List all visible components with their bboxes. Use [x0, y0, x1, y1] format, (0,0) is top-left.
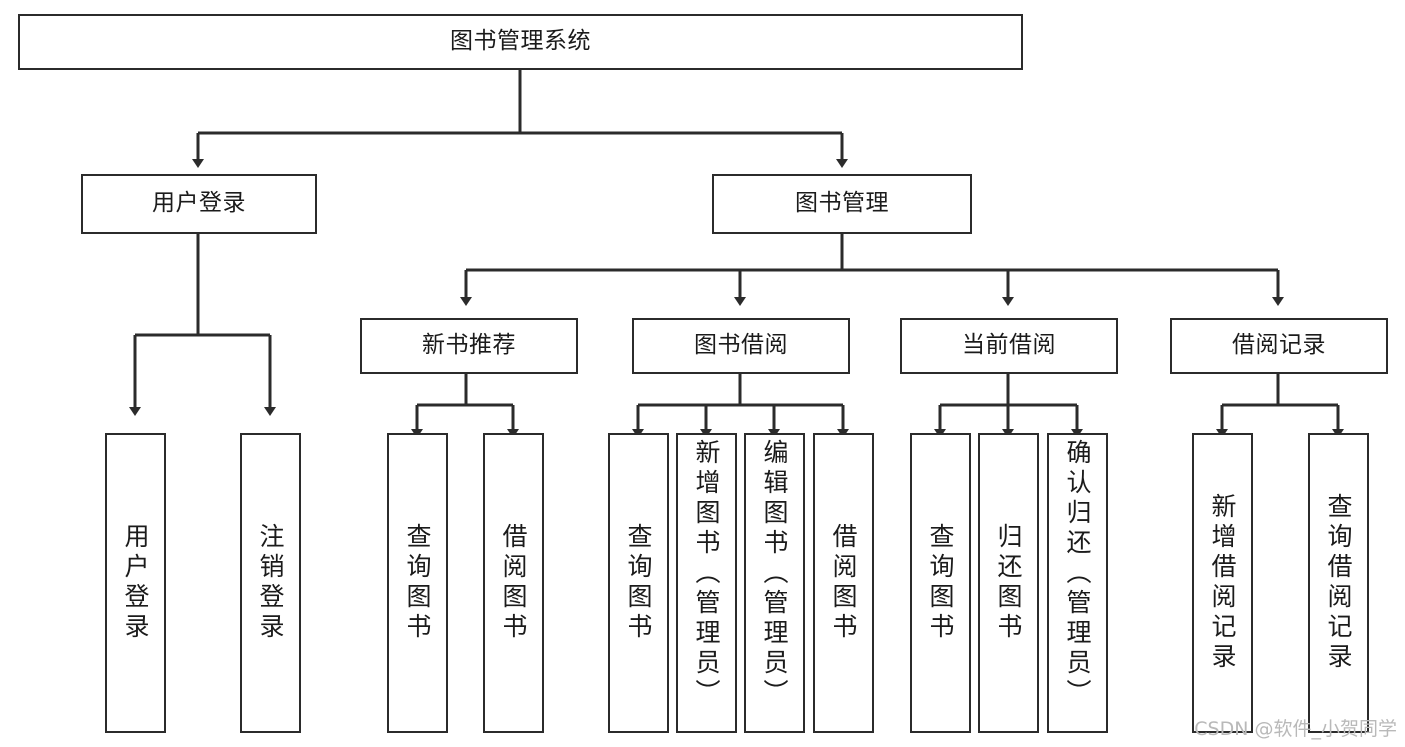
node-current-borrow[interactable]: 当前借阅	[900, 318, 1118, 374]
node-book-management[interactable]: 图书管理	[712, 174, 972, 234]
leaf-current-return-book[interactable]: 归还图书	[978, 433, 1039, 733]
leaf-newbook-query-book[interactable]: 查询图书	[387, 433, 448, 733]
node-borrow-record[interactable]: 借阅记录	[1170, 318, 1388, 374]
node-label: 查询图书	[403, 523, 432, 643]
node-label: 借阅记录	[1232, 332, 1326, 359]
leaf-current-confirm-return-admin[interactable]: 确认归还（管理员）	[1047, 433, 1108, 733]
leaf-current-query-book[interactable]: 查询图书	[910, 433, 971, 733]
leaf-logout[interactable]: 注销登录	[240, 433, 301, 733]
leaf-borrow-query-book[interactable]: 查询图书	[608, 433, 669, 733]
leaf-user-login[interactable]: 用户登录	[105, 433, 166, 733]
watermark-text: CSDN @软件_小贺同学	[1194, 718, 1397, 740]
leaf-borrow-borrow-book[interactable]: 借阅图书	[813, 433, 874, 733]
leaf-record-query-record[interactable]: 查询借阅记录	[1308, 433, 1369, 733]
node-book-borrow[interactable]: 图书借阅	[632, 318, 850, 374]
node-new-book-recommend[interactable]: 新书推荐	[360, 318, 578, 374]
leaf-record-add-record[interactable]: 新增借阅记录	[1192, 433, 1253, 733]
leaf-borrow-add-book-admin[interactable]: 新增图书（管理员）	[676, 433, 737, 733]
node-label: 查询图书	[624, 523, 653, 643]
node-label: 新增图书（管理员）	[692, 439, 721, 709]
node-label: 图书借阅	[694, 332, 788, 359]
node-label: 图书管理	[795, 190, 889, 217]
node-label: 注销登录	[256, 523, 285, 643]
node-label: 查询借阅记录	[1324, 493, 1353, 673]
node-label: 用户登录	[121, 523, 150, 643]
node-label: 新增借阅记录	[1208, 493, 1237, 673]
leaf-borrow-edit-book-admin[interactable]: 编辑图书（管理员）	[744, 433, 805, 733]
node-label: 新书推荐	[422, 332, 516, 359]
node-label: 借阅图书	[499, 523, 528, 643]
node-label: 编辑图书（管理员）	[760, 439, 789, 709]
node-label: 图书管理系统	[450, 28, 591, 55]
node-label: 当前借阅	[962, 332, 1056, 359]
node-label: 归还图书	[994, 523, 1023, 643]
node-label: 用户登录	[152, 190, 246, 217]
node-label: 确认归还（管理员）	[1063, 439, 1092, 709]
node-label: 查询图书	[926, 523, 955, 643]
node-label: 借阅图书	[829, 523, 858, 643]
node-user-login[interactable]: 用户登录	[81, 174, 317, 234]
leaf-newbook-borrow-book[interactable]: 借阅图书	[483, 433, 544, 733]
node-root-book-management-system[interactable]: 图书管理系统	[18, 14, 1023, 70]
